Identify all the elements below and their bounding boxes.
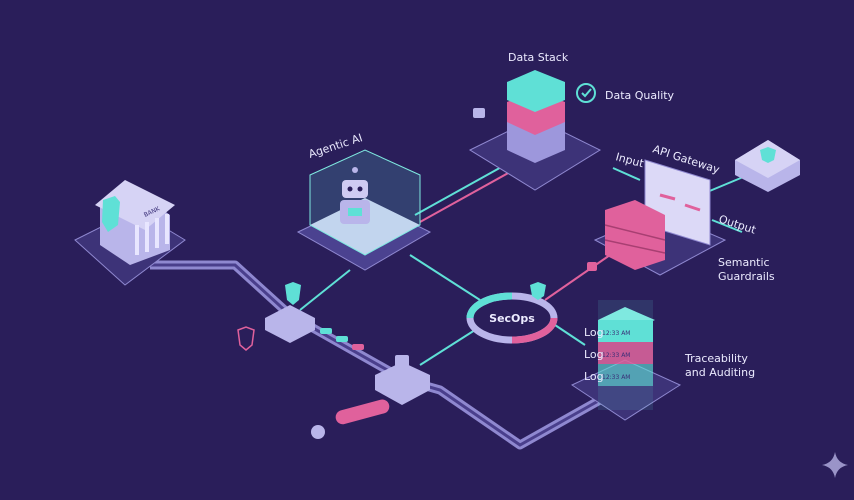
sparkle-icon	[822, 452, 848, 478]
log-time: 12:33 AM	[602, 330, 630, 337]
log-time: 12:33 AM	[602, 374, 630, 381]
bank-building: BANK	[74, 180, 186, 286]
shield-box	[735, 140, 800, 192]
log-stack	[570, 300, 682, 421]
log-time: 12:33 AM	[602, 352, 630, 359]
capsule-icon	[335, 399, 390, 425]
check-circle-icon	[576, 83, 596, 103]
api-gateway-module	[587, 159, 743, 276]
shield-icon	[285, 282, 301, 305]
traceability-label-2: and Auditing	[685, 366, 755, 379]
secops-label: SecOps	[489, 312, 535, 325]
lock-icon	[473, 108, 485, 118]
log-tag: Log	[584, 370, 604, 383]
shield-icon	[102, 196, 120, 232]
robot-icon	[352, 167, 358, 173]
log-tag: Log	[584, 348, 604, 361]
data-stack-module	[468, 70, 602, 191]
data-stack-label: Data Stack	[508, 51, 569, 64]
shield-check-icon	[237, 326, 255, 351]
semantic-guardrails-label-2: Guardrails	[718, 270, 775, 283]
traceability-label-1: Traceability	[684, 352, 748, 365]
lock-icon	[587, 262, 597, 271]
lock-icon	[395, 355, 409, 367]
shield-icon	[760, 147, 776, 163]
data-quality-label: Data Quality	[605, 89, 675, 102]
pipeline-nodes	[237, 282, 430, 439]
log-entries: Log 12:33 AM Log 12:33 AM Log 12:33 AM	[584, 326, 630, 383]
firewall-icon	[605, 200, 665, 270]
log-tag: Log	[584, 326, 604, 339]
secops-hub	[466, 282, 558, 344]
semantic-guardrails-label-1: Semantic	[718, 256, 770, 269]
shield-icon	[530, 282, 546, 300]
agentic-ai-module	[296, 149, 432, 271]
